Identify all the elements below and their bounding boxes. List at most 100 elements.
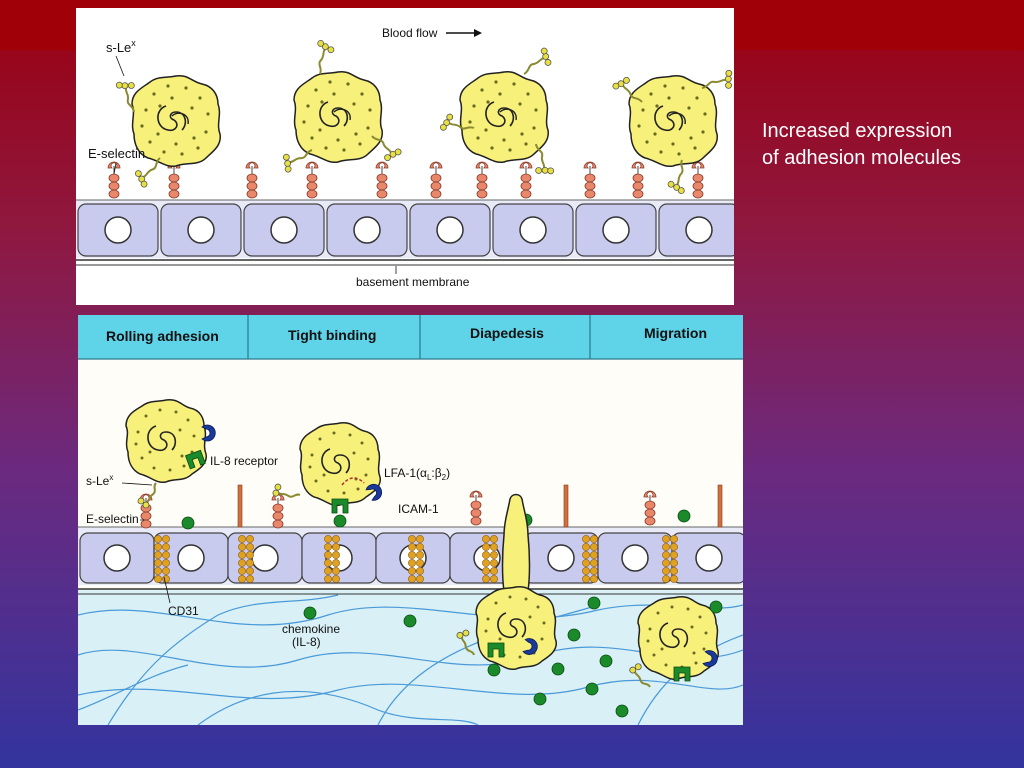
cd31-bead: [416, 559, 424, 567]
cd31-bead: [662, 543, 670, 551]
e-selectin-molecules: [107, 161, 705, 199]
cd31-bead: [490, 535, 498, 543]
cd31-bead: [670, 559, 678, 567]
leukocyte-extravasation-diagram: Rolling adhesion Tight binding Diapedesi…: [78, 315, 743, 725]
icam1-molecule: [717, 484, 723, 528]
cell-nucleus: [353, 216, 381, 244]
cd31-bead: [670, 551, 678, 559]
cd31-bead: [482, 567, 490, 575]
cd31-bead: [482, 543, 490, 551]
endothelial-cells: [77, 203, 734, 257]
cd31-bead: [154, 535, 162, 543]
cd31-bead: [662, 551, 670, 559]
e-selectin-molecule: [429, 161, 443, 199]
cd31-bead: [408, 535, 416, 543]
cd31-bead: [662, 535, 670, 543]
cd31-bead: [670, 535, 678, 543]
cd31-bead: [482, 535, 490, 543]
cell-nucleus: [104, 216, 132, 244]
cd31-bead: [162, 543, 170, 551]
cell-nucleus: [685, 216, 713, 244]
cd31-bead: [162, 567, 170, 575]
cd31-bead: [408, 559, 416, 567]
e-selectin-molecule: [107, 161, 121, 199]
cd31-bead: [154, 551, 162, 559]
e-selectin-molecule: [519, 161, 533, 199]
leukocyte-rolling: [125, 398, 216, 509]
cd31-bead: [590, 543, 598, 551]
icam1-molecule: [563, 484, 569, 528]
tissue-chemokines: [303, 596, 723, 718]
cd31-bead: [490, 551, 498, 559]
cell-nucleus: [251, 544, 279, 572]
cd31-bead: [590, 559, 598, 567]
cd31-bead: [154, 559, 162, 567]
cd31-bead: [490, 559, 498, 567]
lfa1-label: LFA-1(αL:β2): [384, 466, 450, 482]
chemokine-label: chemokine (IL-8): [282, 622, 343, 649]
cd31-bead: [582, 543, 590, 551]
cell-nucleus: [519, 216, 547, 244]
cell-nucleus: [436, 216, 464, 244]
cd31-bead: [408, 551, 416, 559]
cell-nucleus: [187, 216, 215, 244]
e-selectin-molecule: [271, 493, 285, 529]
stage-tight-binding: Tight binding: [288, 327, 376, 343]
cd31-bead: [582, 551, 590, 559]
cd31-bead: [332, 559, 340, 567]
cd31-bead: [162, 551, 170, 559]
cd31-bead: [490, 575, 498, 583]
e-selectin-molecule: [631, 161, 645, 199]
cell-nucleus: [103, 544, 131, 572]
cd31-bead: [662, 567, 670, 575]
cd31-bead: [670, 567, 678, 575]
e-selectin-molecule: [245, 161, 259, 199]
il8-receptor-label: IL-8 receptor: [210, 454, 278, 468]
cd31-bead: [246, 559, 254, 567]
cd31-bead: [246, 575, 254, 583]
leukocyte-1: [111, 74, 222, 191]
cd31-label: CD31: [168, 604, 199, 618]
cd31-bead: [590, 535, 598, 543]
leukocyte-diapedesis: [451, 493, 558, 671]
cd31-bead: [246, 551, 254, 559]
leukocyte-2: [275, 37, 405, 177]
cd31-bead: [582, 567, 590, 575]
cd31-bead: [246, 567, 254, 575]
cd31-bead: [582, 575, 590, 583]
sle-label: s-Lex: [106, 38, 136, 55]
cd31-bead: [590, 575, 598, 583]
sle-leader-line: [115, 55, 125, 77]
cd31-bead: [332, 535, 340, 543]
cd31-bead: [324, 575, 332, 583]
leukocyte-rolling-diagram: Blood flow s-Lex E-selectin basement mem…: [76, 8, 734, 305]
cd31-bead: [332, 543, 340, 551]
cd31-bead: [154, 575, 162, 583]
cd31-bead: [324, 543, 332, 551]
cd31-bead: [238, 551, 246, 559]
cd31-bead: [238, 535, 246, 543]
e-selectin-molecule: [583, 161, 597, 199]
cd31-bead: [662, 575, 670, 583]
e-selectin-molecule: [475, 161, 489, 199]
cell-nucleus: [177, 544, 205, 572]
sle-label: s-Lex: [86, 473, 113, 488]
e-selectin-molecule: [643, 490, 657, 526]
leukocyte-3: [437, 44, 559, 182]
e-selectin-molecule: [167, 161, 181, 199]
e-selectin-label: E-selectin: [88, 146, 145, 161]
cd31-bead: [408, 543, 416, 551]
caption-line-1: Increased expression: [762, 120, 953, 142]
cd31-bead: [416, 551, 424, 559]
basement-membrane-label: basement membrane: [356, 275, 470, 289]
cd31-bead: [246, 535, 254, 543]
cd31-bead: [238, 559, 246, 567]
cell-nucleus: [602, 216, 630, 244]
stage-migration: Migration: [644, 325, 707, 341]
cd31-bead: [662, 559, 670, 567]
cd31-bead: [670, 575, 678, 583]
cd31-bead: [162, 575, 170, 583]
cd31-bead: [162, 535, 170, 543]
stage-header-bar: [78, 315, 743, 359]
sle-leader-line: [121, 482, 153, 486]
